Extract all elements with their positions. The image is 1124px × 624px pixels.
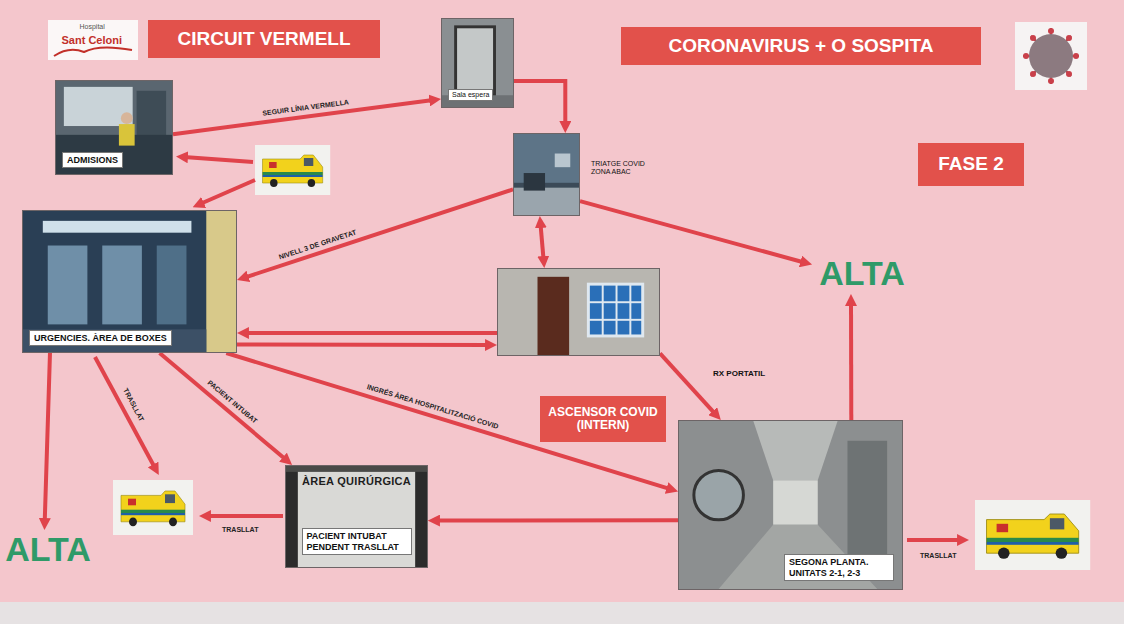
flow-arrow (514, 81, 565, 125)
node-text: ÀREA QUIRÚRGICA (302, 475, 411, 487)
node-text: Sala espera (448, 89, 493, 101)
photo-illustration (498, 269, 659, 355)
node-text: ASCENSOR COVID (INTERN) (548, 406, 658, 432)
photo-box: RX PORTATIL (497, 268, 660, 356)
photo-box: ADMISIONS (55, 80, 173, 175)
flow-arrow (849, 302, 853, 420)
node-text: ALTA (5, 532, 91, 566)
node-text: PACIENT INTUBAT PENDENT TRASLLAT (302, 528, 412, 555)
edge-label: INGRÉS ÀREA HOSPITALITZACIÓ COVID (365, 382, 501, 430)
flow-arrow (541, 224, 544, 260)
node-text: ADMISIONS (62, 152, 123, 168)
title-banner: CIRCUIT VERMELL (148, 20, 380, 58)
node-text: URGENCIES. ÀREA DE BOXES (29, 330, 172, 346)
photo-box: URGENCIES. ÀREA DE BOXES (22, 210, 237, 353)
flow-arrow (660, 353, 715, 414)
flow-arrow (580, 201, 804, 262)
transfer-label: TRASLLAT (121, 386, 146, 424)
node-text: SEGONA PLANTA. UNITATS 2-1, 2-3 (784, 554, 894, 581)
photo-box: Sala espera (441, 18, 514, 108)
node-text: CORONAVIRUS + O SOSPITA (669, 36, 934, 57)
transfer-label: TRASLLAT (919, 552, 957, 560)
red-banner: FASE 2 (918, 143, 1024, 186)
transfer-label: TRASLLAT (221, 526, 259, 534)
red-banner: CORONAVIRUS + O SOSPITA (621, 27, 981, 65)
photo-illustration (514, 134, 579, 215)
flow-arrow (245, 189, 513, 277)
flow-arrow (436, 518, 678, 522)
exit-label: ALTA (4, 530, 92, 568)
edge-label: PACIENT INTUBAT (205, 378, 259, 426)
logo-text: Sant Celoni (62, 34, 123, 46)
node-text: RX PORTATIL (713, 369, 765, 379)
node-text: ALTA (819, 256, 905, 290)
logo-text: Hospital (80, 23, 105, 31)
photo-box: SEGONA PLANTA. UNITATS 2-1, 2-3 (678, 420, 903, 590)
photo-box: ÀREA QUIRÚRGICA PACIENT INTUBAT PENDENT T… (285, 465, 428, 568)
flow-arrow (245, 331, 497, 335)
photo-box: TRIATGE COVID ZONA ABAC (513, 133, 580, 216)
node-text: TRIATGE COVID ZONA ABAC (591, 160, 663, 177)
flow-arrow (226, 353, 670, 489)
red-banner: ASCENSOR COVID (INTERN) (540, 396, 666, 442)
flow-arrow (160, 353, 286, 460)
flow-arrow (237, 342, 489, 347)
flow-arrow (45, 353, 50, 522)
exit-label: ALTA (812, 252, 912, 294)
node-text: FASE 2 (938, 154, 1003, 175)
